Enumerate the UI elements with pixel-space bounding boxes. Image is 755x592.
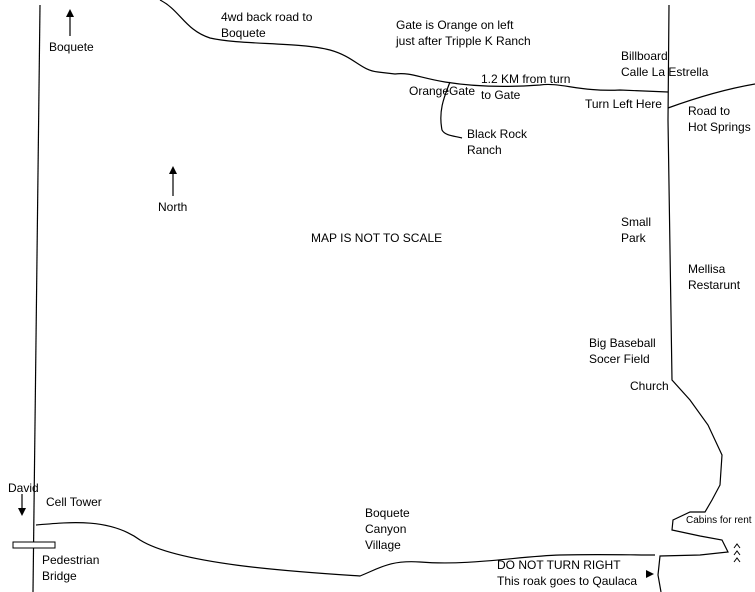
label-baseball-1: Big Baseball: [589, 336, 656, 350]
david-arrow-head: [18, 508, 26, 516]
south-road: [35, 522, 656, 577]
label-cabins: Cabins for rent: [686, 515, 752, 526]
label-hot-springs-2: Hot Springs: [688, 120, 751, 134]
label-gate-note-1: Gate is Orange on left: [396, 18, 514, 32]
cabin-icon-2: [733, 550, 741, 556]
label-billboard-1: Billboard: [621, 49, 668, 63]
back-road: [159, 0, 669, 93]
pedestrian-bridge: [12, 541, 56, 549]
hot-springs-road: [667, 83, 755, 109]
west-road: [32, 4, 41, 592]
boquete-arrow-head: [66, 9, 74, 17]
qaulaca-arrow-head: [646, 570, 654, 578]
label-canyon-2: Canyon: [365, 522, 407, 536]
label-church: Church: [630, 379, 669, 393]
label-back-road-1: 4wd back road to: [221, 10, 313, 24]
cabin-icon: [733, 543, 741, 549]
label-mellisa-1: Mellisa: [688, 262, 726, 276]
label-small-park-2: Park: [621, 231, 646, 245]
label-orange-gate: OrangeGate: [409, 84, 476, 98]
label-north: North: [158, 200, 188, 214]
label-david: David: [8, 481, 39, 495]
label-turn-left: Turn Left Here: [585, 97, 662, 111]
map-title: MAP IS NOT TO SCALE: [311, 231, 443, 245]
east-road: [657, 4, 729, 592]
label-black-rock-1: Black Rock: [467, 127, 528, 141]
label-back-road-2: Boquete: [221, 26, 266, 40]
label-distance-1: 1.2 KM from turn: [481, 72, 571, 86]
label-distance-2: to Gate: [481, 88, 521, 102]
label-billboard-2: Calle La Estrella: [621, 65, 709, 79]
label-qaulaca: This roak goes to Qaulaca: [497, 574, 638, 588]
label-do-not-turn: DO NOT TURN RIGHT: [497, 558, 621, 572]
label-hot-springs-1: Road to: [688, 104, 731, 118]
label-cell-tower: Cell Tower: [46, 495, 102, 509]
label-ped-bridge-1: Pedestrian: [42, 553, 100, 567]
label-canyon-3: Village: [365, 538, 401, 552]
cabin-icon-3: [733, 557, 741, 563]
label-gate-note-2: just after Tripple K Ranch: [396, 34, 531, 48]
north-arrow-head: [169, 166, 177, 174]
label-small-park-1: Small: [621, 215, 652, 229]
label-mellisa-2: Restarunt: [688, 278, 741, 292]
label-canyon-1: Boquete: [365, 506, 410, 520]
label-boquete-north: Boquete: [49, 40, 94, 54]
label-baseball-2: Socer Field: [589, 352, 650, 366]
label-ped-bridge-2: Bridge: [42, 569, 77, 583]
black-rock-spur: [440, 81, 463, 139]
label-black-rock-2: Ranch: [467, 143, 502, 157]
